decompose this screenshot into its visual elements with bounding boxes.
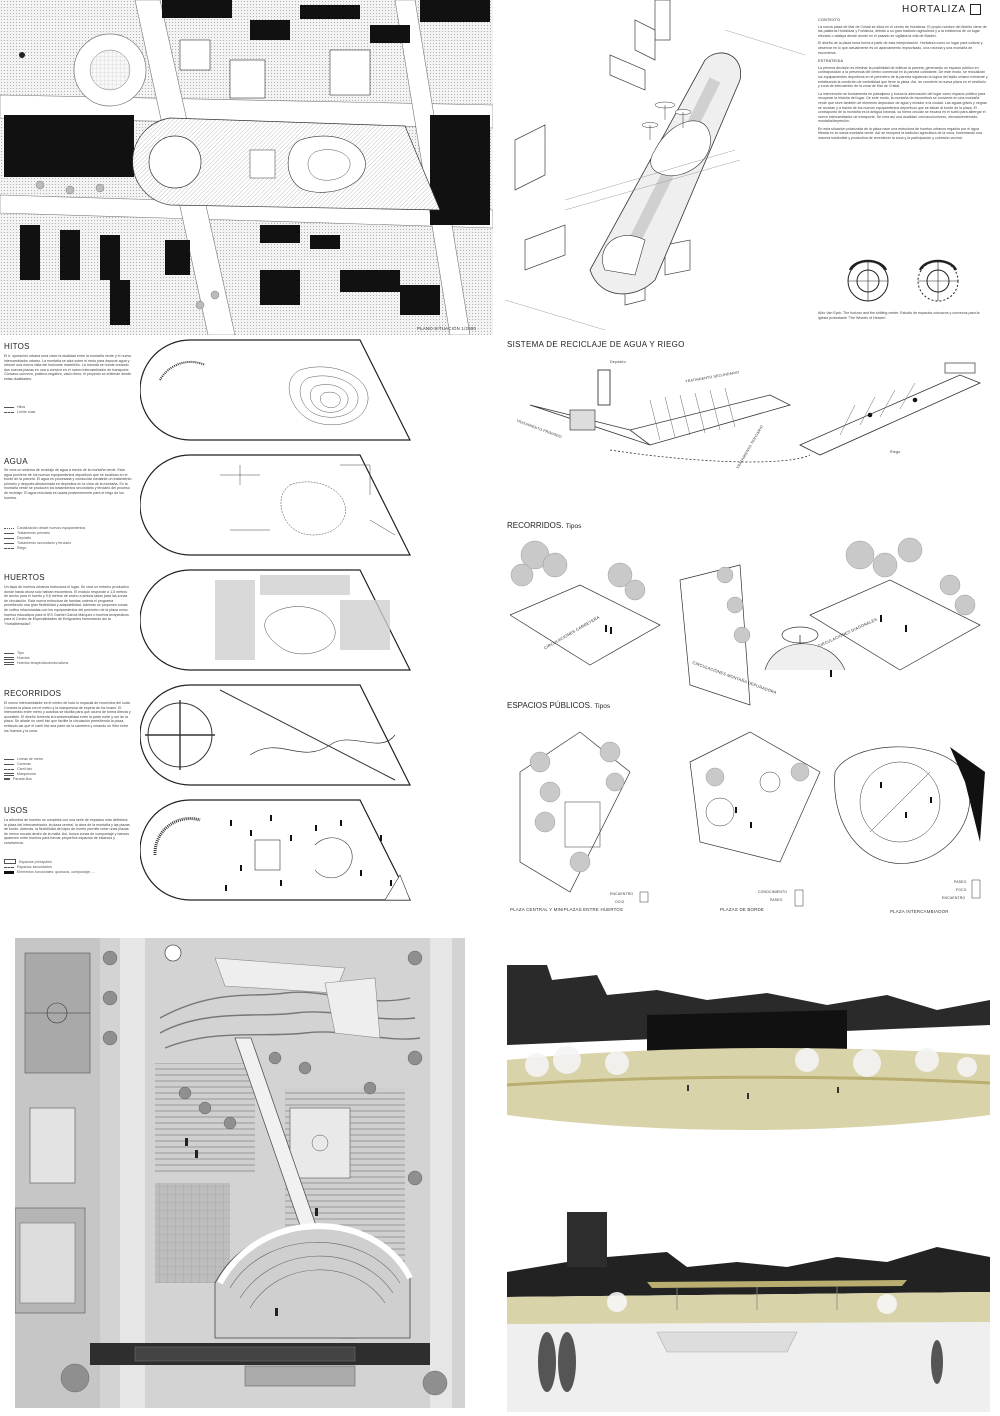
legend-item: Tratamiento secundario y terciario <box>17 541 72 545</box>
analysis-title-recorridos: RECORRIDOS <box>4 689 62 698</box>
analysis-legend-agua: Canalización desde nuevos equipamientos … <box>4 525 85 550</box>
legend-item: Carril bici <box>17 767 32 771</box>
context-paragraph-2: El diseño de la plaza toma forma a parti… <box>818 41 983 55</box>
legend-item: Límite solar <box>17 410 36 414</box>
reference-diagrams <box>838 248 968 308</box>
space-key-3c: ENCUENTRO <box>942 896 966 900</box>
analysis-title-hitos: HITOS <box>4 342 30 351</box>
space-key-3b: FOCO <box>956 888 967 892</box>
analysis-text-huertos: Un tapiz de huertos urbanos estructura e… <box>4 585 129 626</box>
project-title: HORTALIZA <box>902 4 982 15</box>
analysis-text-hitos: El tr. operación urbana será clave la du… <box>4 354 132 381</box>
render-1-image <box>507 965 990 1145</box>
analysis-legend-usos: Espacios principales Espacios secundario… <box>4 858 95 874</box>
intro-text: CONTEXTO La nueva plaza de Mar de Crista… <box>818 17 988 141</box>
legend-item: Espacios principales <box>19 859 52 864</box>
legend-item: Depósito <box>17 536 32 540</box>
aldo-van-eyck-diagrams <box>847 259 959 302</box>
title-mark-icon <box>970 4 982 15</box>
axonometric-drawing <box>505 0 806 330</box>
legend-item: Riego <box>17 546 27 550</box>
analysis-title-agua: AGUA <box>4 457 28 466</box>
context-heading: CONTEXTO <box>818 17 841 22</box>
space-key-2b: PASEO <box>770 898 783 902</box>
space-key-1a: ENCUENTRO <box>610 892 634 896</box>
space-key-2a: CONOCIMIENTO <box>758 890 788 894</box>
space-label-border: PLAZAS DE BORDE <box>720 907 764 912</box>
water-label-irrigation: Riego <box>890 450 901 454</box>
reference-caption: Aldo Van Eyck. The horizon and the shift… <box>818 311 980 320</box>
spaces-title-text: ESPACIOS PÚBLICOS. <box>507 701 593 710</box>
analysis-legend-huertos: Tipo Huertos Huertos terapéuticos/educat… <box>4 650 68 665</box>
water-label-deposit: Depósito <box>610 360 626 364</box>
analysis-title-usos: USOS <box>4 806 28 815</box>
routes-diagrams: CIRCULACIONES CARRETERA CIRCULACIONES MO… <box>510 535 990 710</box>
water-system-drawing <box>529 362 982 463</box>
analysis-text-agua: Se crea un sistema de reciclaje de agua … <box>4 468 132 500</box>
space-key-3a: PASEO <box>954 880 967 884</box>
legend-item: Parada Bus <box>13 777 32 781</box>
detail-plan-drawing <box>15 938 465 1408</box>
strategy-paragraph-2: La intervención se fundamenta en paisaji… <box>818 91 987 124</box>
space-key-1b: OCIO <box>615 900 625 904</box>
detail-plan <box>15 938 465 1408</box>
spaces-diagrams: PLAZA CENTRAL Y MINIPLAZAS ENTRE HUERTOS… <box>510 712 990 922</box>
spaces-drawings <box>519 731 985 907</box>
analysis-legend-recorridos: Líneas de metro Carreras Carril bici Mar… <box>4 756 43 781</box>
legend-item: Hitos <box>17 405 26 409</box>
site-plan-drawing <box>0 0 493 335</box>
legend-item: Canalización desde nuevos equipamientos <box>17 526 86 530</box>
legend-item: Elementos funcionales: quioscos, compost… <box>17 870 95 874</box>
routes-title: RECORRIDOS. Tipos <box>507 521 581 530</box>
analysis-text-recorridos: El nuevo intercambiador es el centro de … <box>4 701 131 733</box>
strategy-paragraph-1: La primera decisión es eliminar la posib… <box>818 65 988 89</box>
project-title-text: HORTALIZA <box>902 4 967 15</box>
analysis-text-usos: La alfombra de huertos se completa con u… <box>4 818 130 845</box>
legend-item: Tipo <box>17 651 24 655</box>
legend-item: Huertos <box>17 656 30 660</box>
axonometric-view <box>505 0 810 330</box>
routes-drawings <box>510 537 981 706</box>
legend-item: Carreras <box>17 762 31 766</box>
render-view-2 <box>507 1212 990 1412</box>
analysis-diagrams <box>140 335 420 925</box>
water-system-diagram: TRATAMIENTO PRIMARIO TRATAMIENTO SECUNDA… <box>510 355 990 505</box>
context-paragraph-1: La nueva plaza de Mar de Cristal se sitú… <box>818 24 987 38</box>
strategy-heading: ESTRATEGIA <box>818 58 844 64</box>
routes-subtitle: Tipos <box>565 523 582 530</box>
strategy-paragraph-3: En esta situación polarizada de la plaza… <box>818 126 983 141</box>
analysis-pill-drawings <box>140 339 411 901</box>
legend-item: Huertos terapéuticos/educativos <box>17 661 69 665</box>
space-label-central: PLAZA CENTRAL Y MINIPLAZAS ENTRE HUERTOS <box>510 907 624 912</box>
legend-item: Tratamiento primario <box>17 531 51 535</box>
spaces-subtitle: Tipos <box>594 703 611 710</box>
space-label-interchange: PLAZA INTERCAMBIADOR <box>890 909 949 914</box>
water-system-title: SISTEMA DE RECICLAJE DE AGUA Y RIEGO <box>507 340 685 349</box>
legend-item: Marquesina <box>17 772 36 776</box>
analysis-title-huertos: HUERTOS <box>4 573 45 582</box>
render-2-image <box>507 1212 990 1412</box>
site-plan: PLANO SITUACIÓN 1/2000 <box>0 0 493 335</box>
routes-title-text: RECORRIDOS. <box>507 521 564 530</box>
legend-item: Espacios secundarios <box>17 865 52 869</box>
spaces-title: ESPACIOS PÚBLICOS. Tipos <box>507 701 610 710</box>
render-view-1 <box>507 965 990 1145</box>
analysis-legend-hitos: Hitos Límite solar <box>4 404 36 414</box>
site-plan-scale-label: PLANO SITUACIÓN 1/2000 <box>417 326 477 331</box>
legend-item: Líneas de metro <box>17 757 43 761</box>
